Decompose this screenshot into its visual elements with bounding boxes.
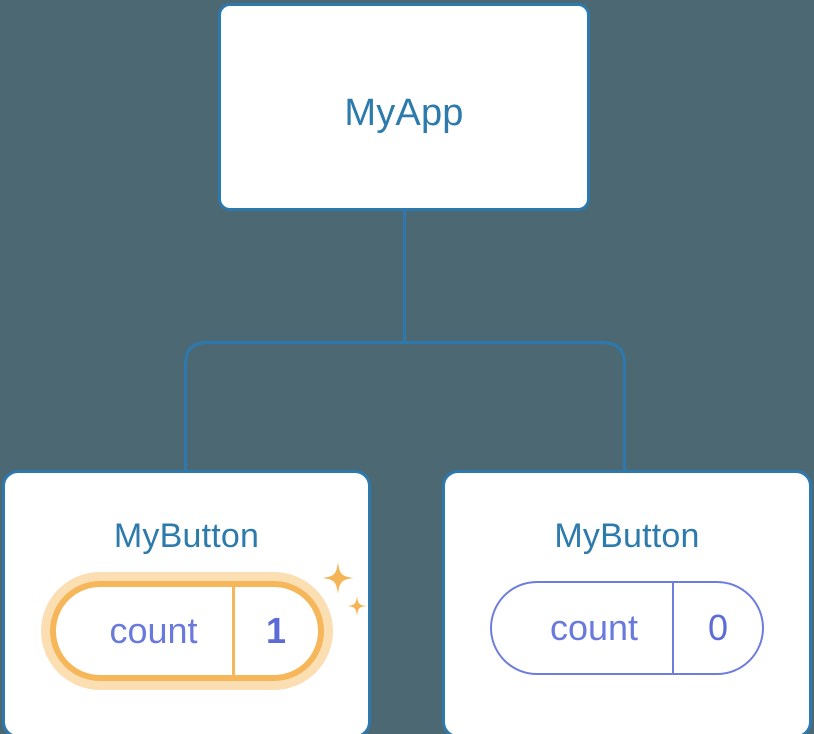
- node-mybutton-1[interactable]: MyButton count 0: [442, 470, 812, 734]
- prop-value-1: 0: [672, 583, 762, 673]
- node-myapp-title: MyApp: [344, 92, 464, 134]
- prop-pill-wrap-0: count 1: [5, 581, 368, 681]
- prop-pill-count-1[interactable]: count 0: [490, 581, 764, 675]
- prop-value-0: 1: [231, 587, 318, 675]
- connector-child-bus: [184, 341, 626, 470]
- prop-pill-wrap-1: count 0: [445, 581, 809, 675]
- node-mybutton-0[interactable]: MyButton count 1: [2, 470, 371, 734]
- node-mybutton-0-title: MyButton: [113, 517, 260, 555]
- prop-key-0: count: [109, 610, 198, 651]
- prop-pill-count-0[interactable]: count 1: [49, 581, 324, 681]
- node-mybutton-1-title: MyButton: [554, 517, 700, 555]
- prop-key-1: count: [549, 607, 639, 648]
- node-myapp[interactable]: MyApp: [218, 3, 590, 211]
